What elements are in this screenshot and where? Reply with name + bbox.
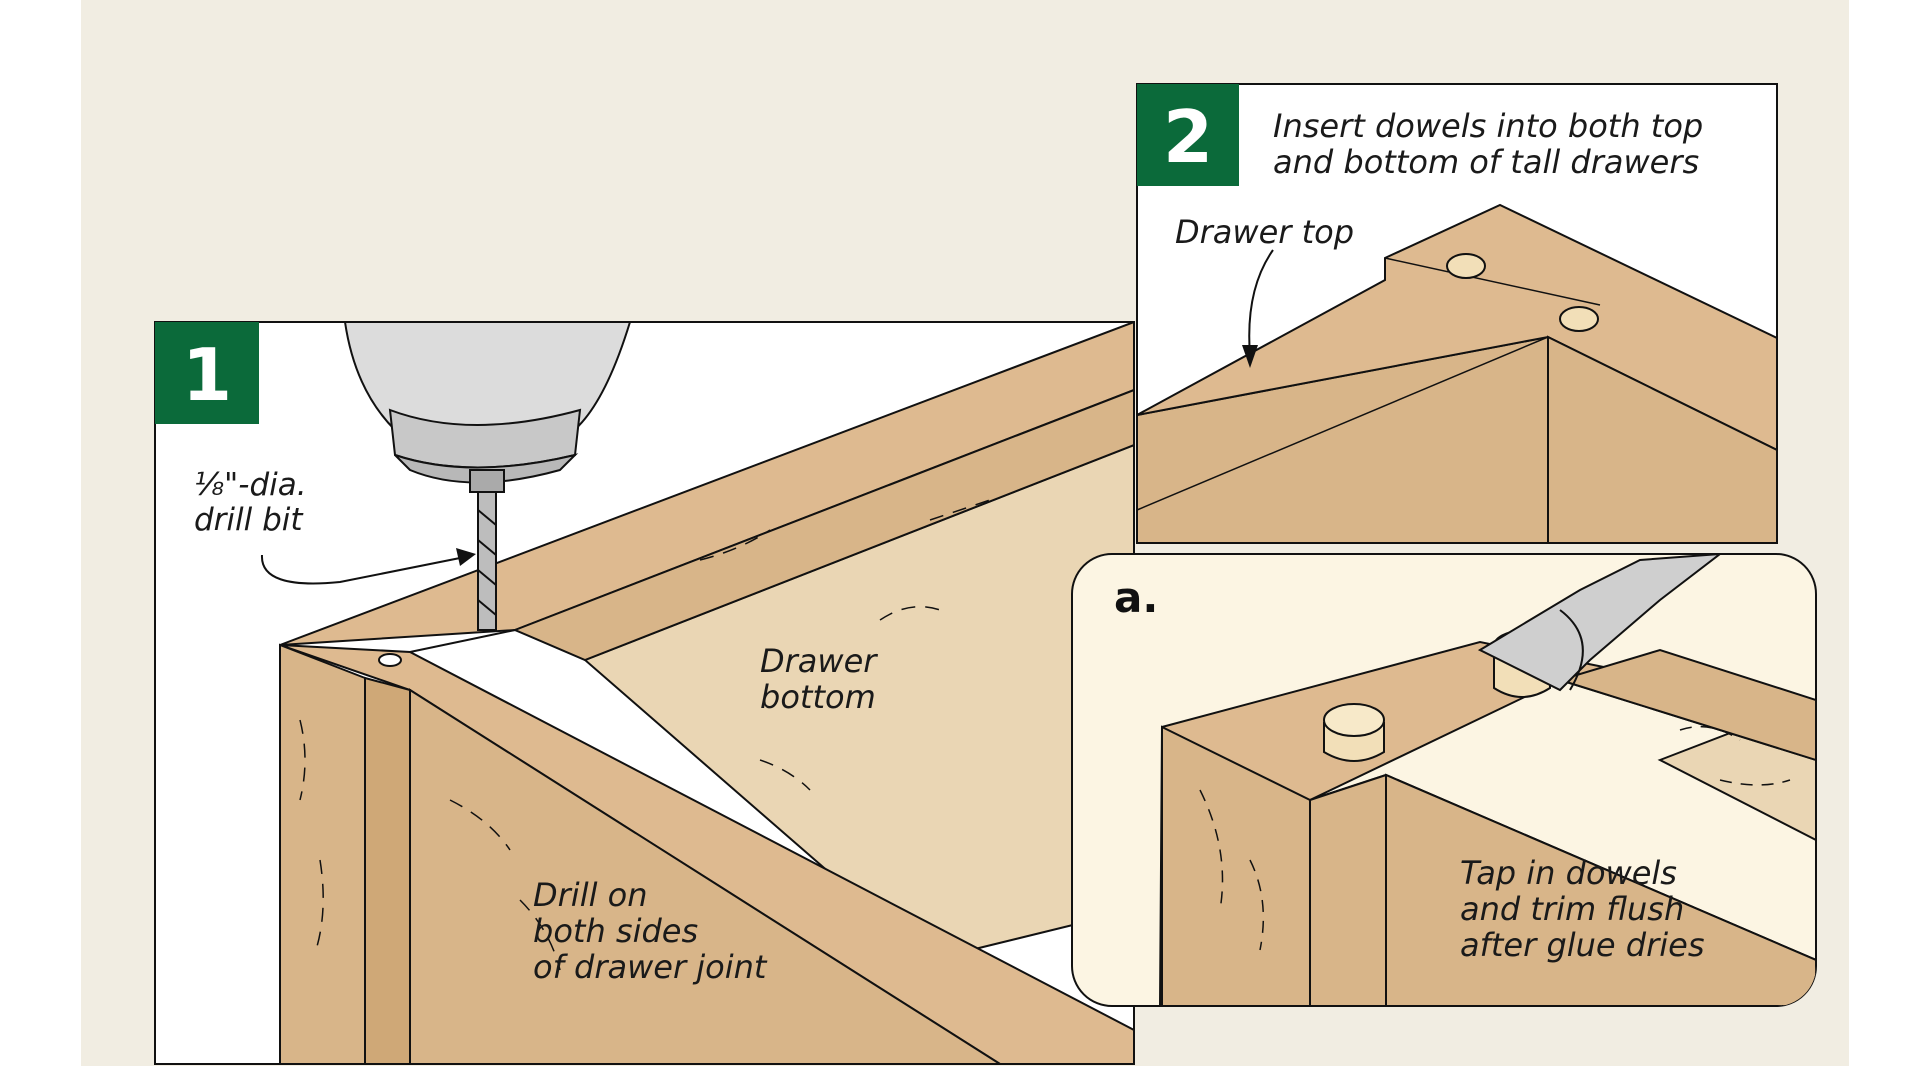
detail-end-face — [1161, 725, 1311, 1006]
drawer-end-grain-inner — [364, 676, 411, 1064]
detail-grain-marks — [1199, 725, 1791, 951]
drawer-top-arrowhead — [1242, 345, 1258, 368]
drawer-side-groove — [1137, 336, 1549, 511]
step-2-panel: 2 Insert dowels into both top and bottom… — [1136, 83, 1778, 544]
detail-a-note-line1: Tap in dowels — [1460, 854, 1677, 892]
dowel-top-2 — [1559, 306, 1599, 332]
step-2-title-line2: and bottom of tall drawers — [1273, 143, 1699, 181]
callout-bit-name: drill bit — [194, 502, 304, 538]
detail-a-note-line2: and trim flush — [1460, 890, 1684, 928]
step-1-panel: 1 ⅛"-dia. drill bit Drawer bottom Drill … — [154, 321, 1135, 1065]
step-1-badge — [155, 322, 259, 424]
step-2-title-line1: Insert dowels into both top — [1273, 107, 1703, 145]
drill-bit-arrowhead — [456, 548, 476, 566]
detail-a-panel: a. Tap in dowels and trim flush after gl… — [1071, 553, 1817, 1007]
drawer-back-inner-face — [512, 388, 1134, 662]
drill-bit — [477, 491, 497, 631]
callout-drill-line3: of drawer joint — [533, 948, 768, 986]
detail-a-note-line3: after glue dries — [1460, 926, 1705, 964]
wood-grain-marks — [299, 499, 991, 971]
drawer-top-leader — [1248, 249, 1274, 356]
drill-icon — [343, 322, 632, 631]
drawer-end-grain — [279, 643, 366, 1064]
drawer-joint-line-2 — [1384, 257, 1601, 306]
detail-a-label: a. — [1114, 573, 1158, 622]
callout-drill-line1: Drill on — [533, 876, 648, 914]
drawer-front-piece — [1547, 335, 1777, 543]
callout-drawer-bottom-line1: Drawer — [760, 642, 878, 680]
callout-bit-size: ⅛"-dia. — [194, 467, 307, 503]
drilled-hole — [378, 653, 402, 667]
dowel-left — [1323, 703, 1385, 762]
step-2-badge — [1137, 84, 1239, 186]
callout-drill-line2: both sides — [533, 912, 698, 950]
detail-groove-strip — [1556, 648, 1816, 762]
dowel-top-1 — [1446, 253, 1486, 279]
drawer-front-face — [409, 688, 1002, 1064]
drawer-joint-line — [409, 629, 516, 653]
callout-drawer-top: Drawer top — [1175, 213, 1354, 251]
detail-front-face-main — [1309, 773, 1816, 1006]
step-1-number: 1 — [182, 333, 232, 417]
chisel-icon — [1477, 554, 1724, 692]
drill-bit-leader — [260, 554, 471, 585]
callout-drawer-bottom-line2: bottom — [760, 678, 876, 716]
step-2-number: 2 — [1163, 95, 1213, 179]
